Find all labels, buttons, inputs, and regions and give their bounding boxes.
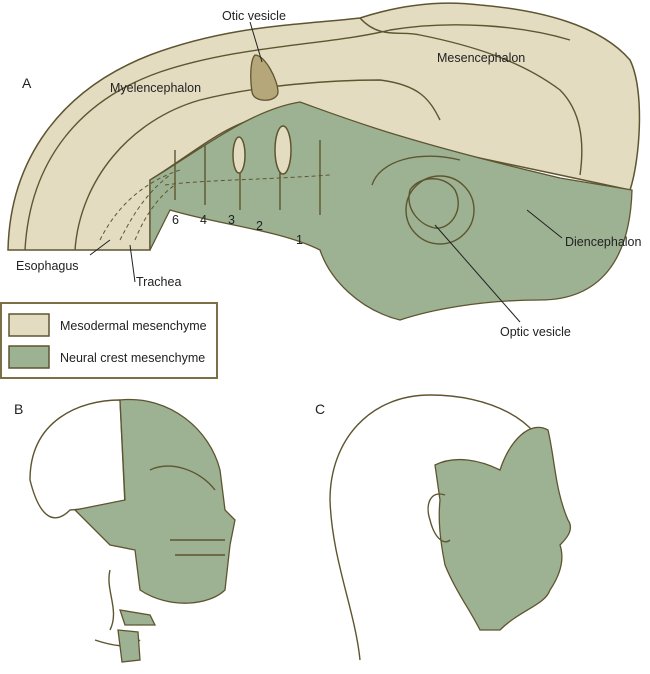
arch-label: 2 [256,219,263,233]
arch-label: 1 [296,233,303,247]
legend-label-neural-crest: Neural crest mesenchyme [60,351,205,365]
legend: Mesodermal mesenchyme Neural crest mesen… [0,302,218,379]
label-optic-vesicle: Optic vesicle [500,325,571,339]
label-diencephalon: Diencephalon [565,235,641,249]
panel-label-b: B [14,401,23,417]
label-myelencephalon: Myelencephalon [110,81,201,95]
embryo-head [7,2,641,321]
legend-swatch-neural-crest [8,345,50,369]
label-esophagus: Esophagus [16,259,79,273]
legend-label-mesodermal: Mesodermal mesenchyme [60,319,207,333]
label-mesencephalon: Mesencephalon [437,51,525,65]
arch-labels: 6 4 3 2 1 [172,213,303,247]
panel-label-a: A [22,75,32,91]
arch-label: 3 [228,213,235,227]
label-trachea: Trachea [136,275,181,289]
legend-swatch-mesodermal [8,313,50,337]
label-otic-vesicle: Otic vesicle [222,9,286,23]
arch-label: 6 [172,213,179,227]
panel-label-c: C [315,401,325,417]
arch-label: 4 [200,213,207,227]
face-illustration [329,394,572,661]
skull-illustration [29,398,236,663]
